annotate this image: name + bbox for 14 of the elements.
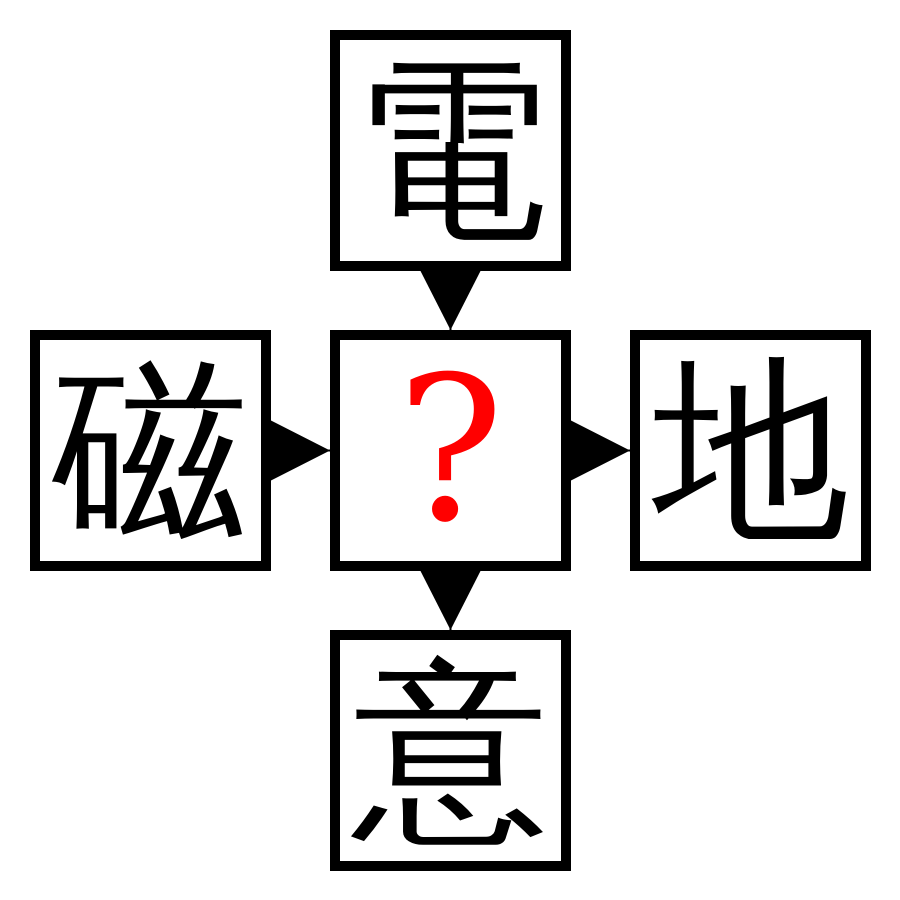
kanji-character: 意 <box>352 652 548 848</box>
mystery-box <box>330 330 571 571</box>
character-box <box>30 330 271 571</box>
arrow <box>420 571 480 630</box>
arrow <box>420 271 480 330</box>
kanji-character: 地 <box>652 352 848 548</box>
kanji-character: 磁 <box>52 352 248 548</box>
character-box <box>330 30 571 271</box>
kanji-character: 電 <box>352 52 548 248</box>
character-box <box>630 330 871 571</box>
arrow <box>571 420 630 480</box>
character-box <box>330 630 571 871</box>
arrow <box>271 420 330 480</box>
question-mark: ? <box>396 350 504 550</box>
